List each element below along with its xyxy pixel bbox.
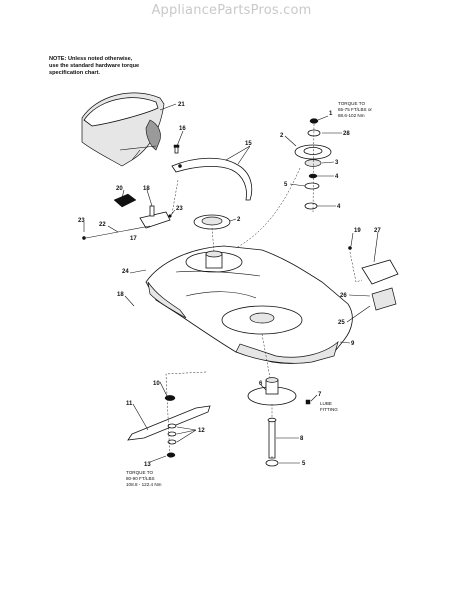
callout-number: 16 <box>179 126 186 132</box>
callout-number: 21 <box>178 102 185 108</box>
lube-fitting-text: FITTING <box>320 407 338 412</box>
callout-number: 9 <box>351 341 355 347</box>
callout-number: 8 <box>300 436 304 442</box>
callout-number: 10 <box>153 381 160 387</box>
spindle-shaft <box>265 417 279 467</box>
callout-number: 6 <box>259 381 263 387</box>
callout-number: 5 <box>302 461 306 467</box>
callout-number: 15 <box>245 141 252 147</box>
leader-lines <box>83 103 379 464</box>
callout-number: 1 <box>329 111 333 117</box>
lube-fitting-label: LUBE FITTING <box>320 401 338 412</box>
lube-fitting-text: LUBE <box>320 401 332 406</box>
callout-number: 2 <box>237 217 241 223</box>
callout-number: 24 <box>122 269 129 275</box>
lube-fitting <box>305 399 311 405</box>
callout-number: 18 <box>117 292 124 298</box>
belt-guard <box>171 157 253 201</box>
torque-line: TORQUE TO <box>338 101 366 106</box>
spindle-housing <box>247 377 297 406</box>
spindle-stack-top <box>294 118 332 210</box>
torque-line: 88.6-102 Nm <box>338 113 365 118</box>
callout-number: 7 <box>318 392 322 398</box>
callout-number: 2 <box>280 133 284 139</box>
callout-number: 22 <box>99 222 106 228</box>
torque-line: 80-90 FT/LBS <box>126 476 155 481</box>
callout-number: 5 <box>284 182 288 188</box>
callout-number: 4 <box>337 204 341 210</box>
callout-number: 28 <box>343 131 350 137</box>
torque-line: 65-75 FT/LBS or <box>338 107 372 112</box>
watermark: AppliancePartsPros.com <box>151 3 312 18</box>
bolt-16 <box>173 144 180 154</box>
mower-deck <box>145 245 353 364</box>
callout-number: 26 <box>340 293 347 299</box>
callout-number: 25 <box>338 320 345 326</box>
torque-line: 108.8 - 122.4 Nm <box>126 482 162 487</box>
callout-number: 20 <box>116 186 123 192</box>
callout-numbers: 21 16 15 1 2 28 3 4 5 4 20 18 23 23 22 1… <box>78 102 381 468</box>
note-line: NOTE: Unless noted otherwise, <box>49 56 133 62</box>
pulley-center <box>193 214 231 230</box>
note-text: NOTE: Unless noted otherwise, use the st… <box>49 56 189 77</box>
callout-number: 4 <box>335 174 339 180</box>
mower-blade <box>127 395 211 458</box>
torque-line: TORQUE TO <box>126 470 154 475</box>
callout-number: 11 <box>126 401 133 407</box>
note-line: specification chart. <box>49 70 100 76</box>
callout-number: 23 <box>78 218 85 224</box>
callout-number: 12 <box>198 428 205 434</box>
callout-number: 3 <box>335 160 339 166</box>
callout-number: 17 <box>130 236 137 242</box>
callout-number: 18 <box>143 186 150 192</box>
note-line: use the standard hardware torque <box>49 63 140 69</box>
callout-number: 27 <box>374 228 381 234</box>
bracket-right <box>348 246 399 311</box>
callout-number: 23 <box>176 206 183 212</box>
height-adjust-assembly <box>82 193 172 240</box>
callout-number: 19 <box>354 228 361 234</box>
callout-number: 13 <box>144 462 151 468</box>
deck-cover <box>81 92 165 167</box>
torque-note-bottom: TORQUE TO 80-90 FT/LBS 108.8 - 122.4 Nm <box>126 470 162 488</box>
assembly-lines <box>165 123 363 460</box>
torque-note-top: TORQUE TO 65-75 FT/LBS or 88.6-102 Nm <box>338 101 372 119</box>
